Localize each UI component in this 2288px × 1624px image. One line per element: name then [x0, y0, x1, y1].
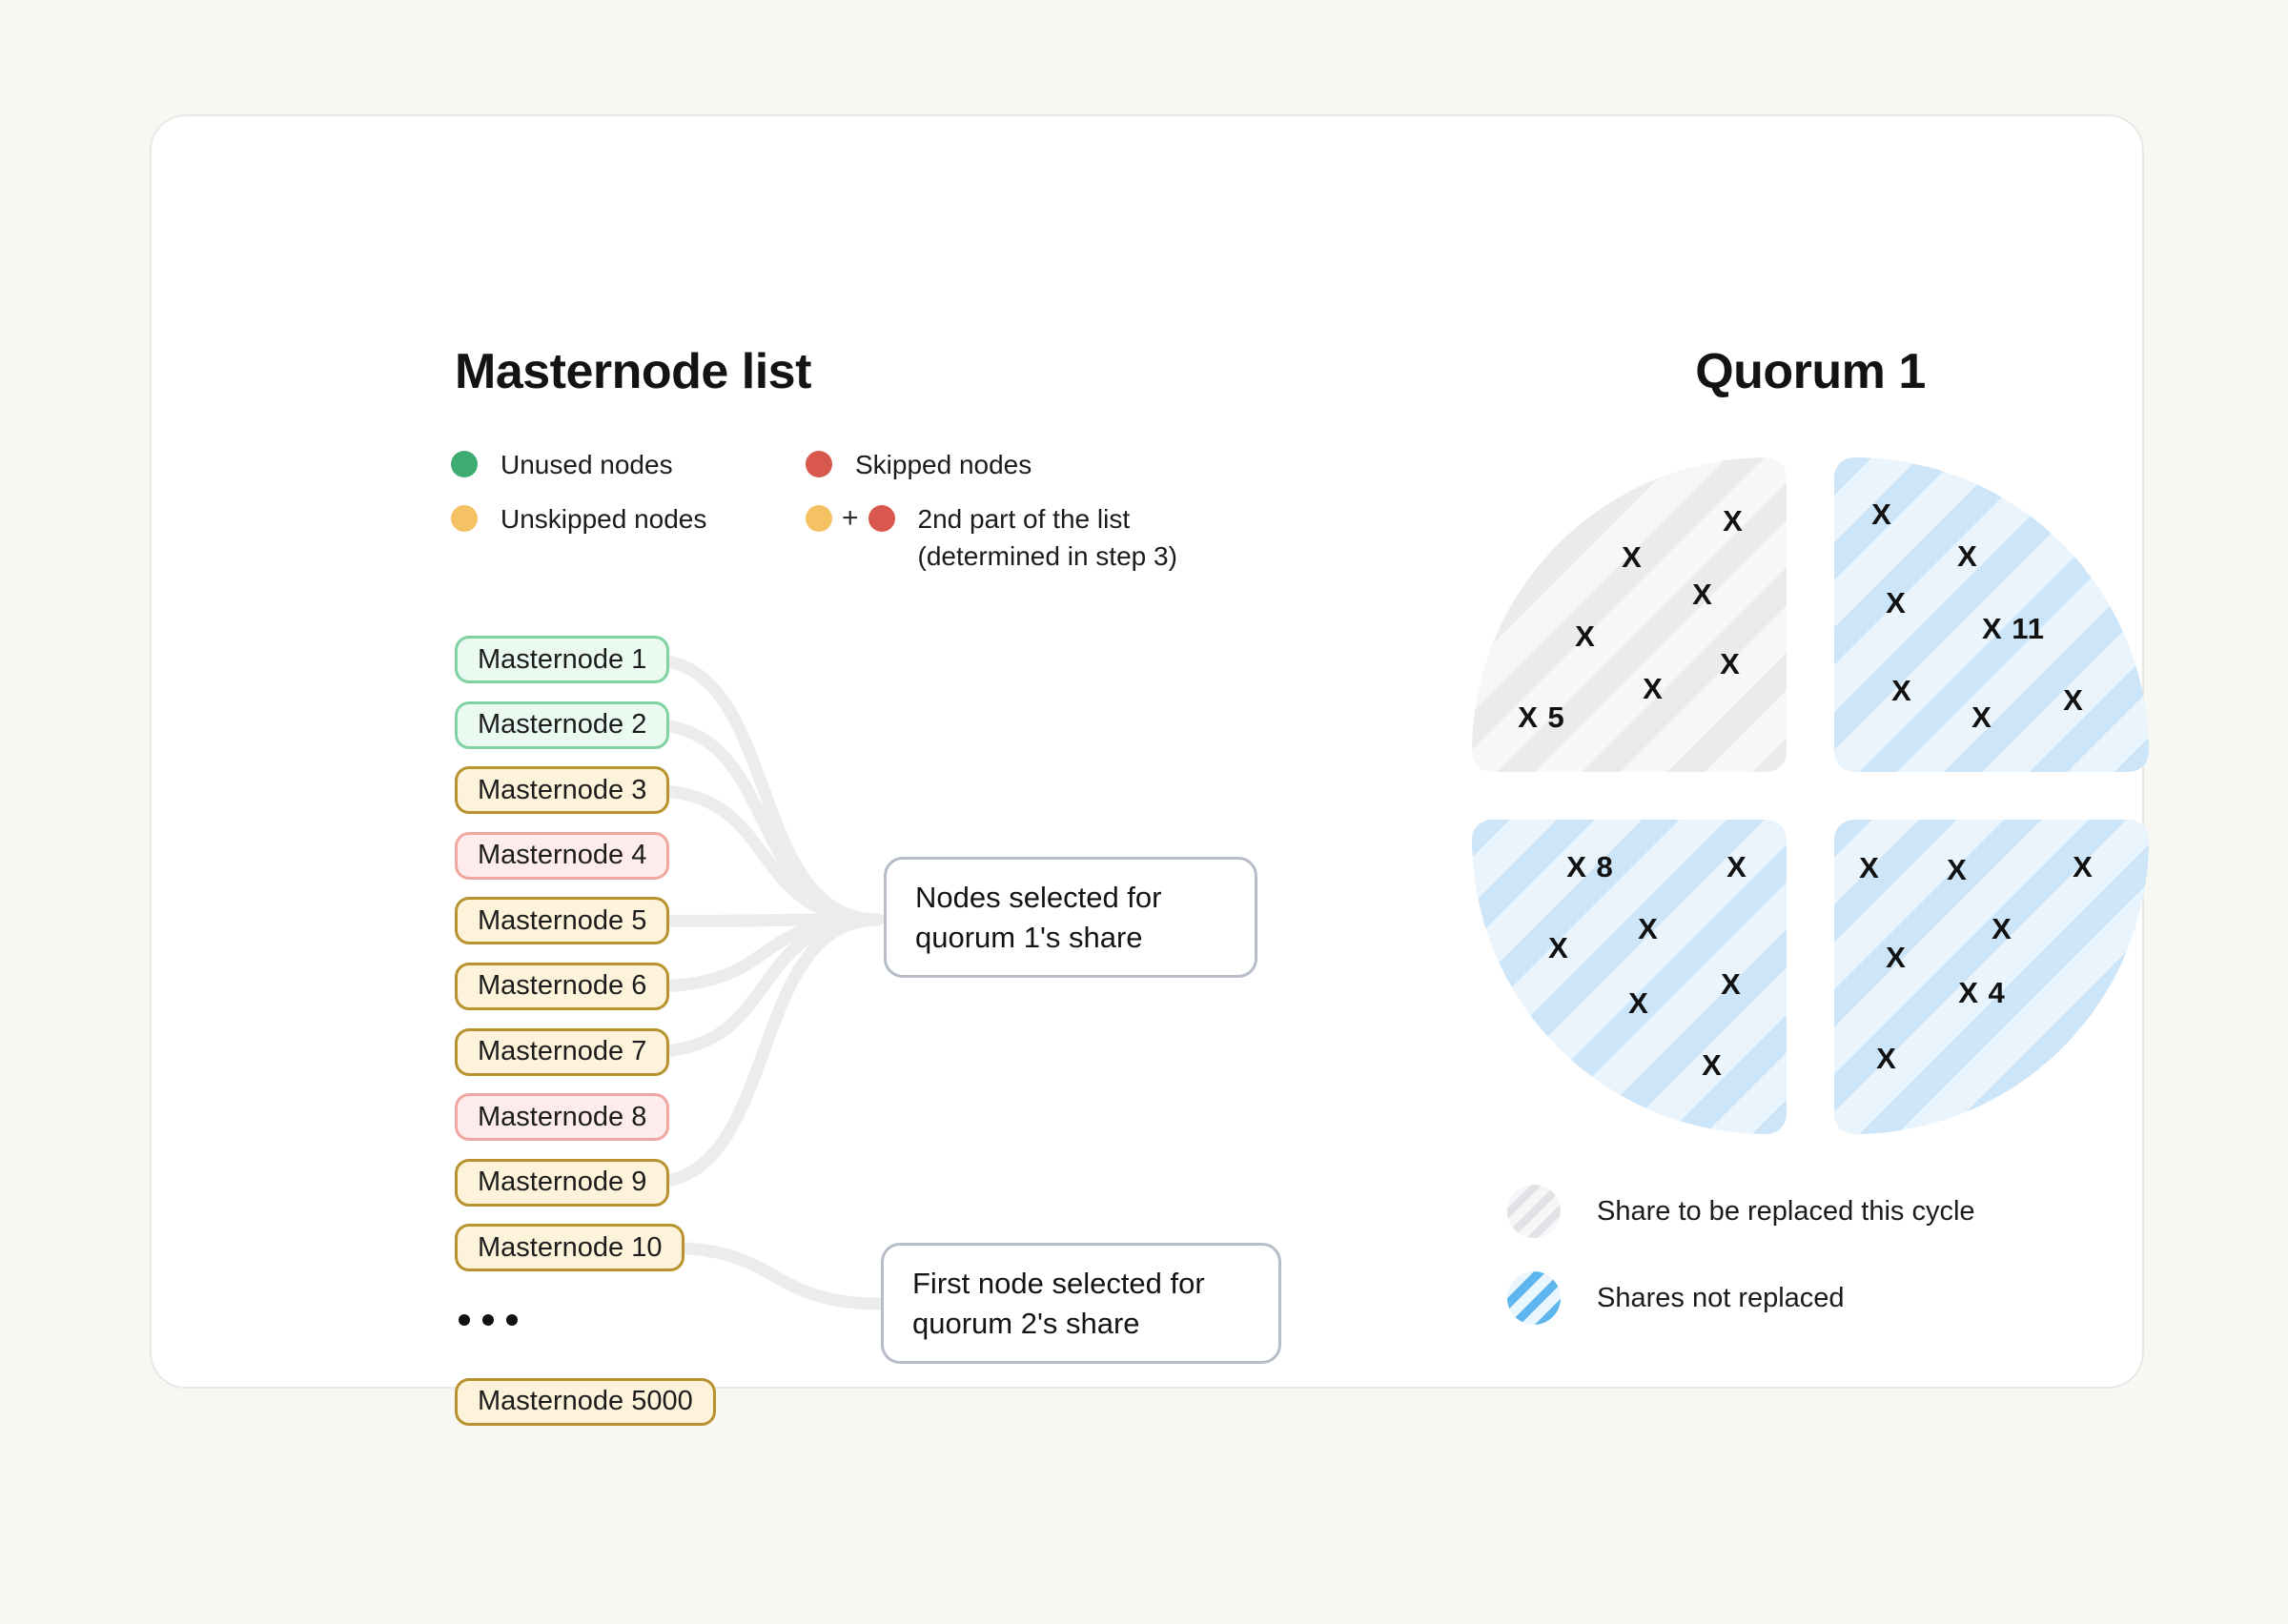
connector-line: [663, 1241, 886, 1310]
legend-label: 2nd part of the list (determined in step…: [917, 504, 1177, 571]
x-mark: X: [1628, 986, 1649, 1020]
callout-quorum-1-share: Nodes selected for quorum 1's share: [884, 857, 1257, 978]
x-mark: X: [1638, 912, 1659, 945]
masternode-list: Masternode 1 Masternode 2 Masternode 3 Mast…: [455, 636, 716, 1426]
page: { "left": { "title": "Masternode list", …: [150, 114, 2149, 1426]
masternode-box: Masternode 6: [455, 962, 670, 1010]
callout-text: First node selected for quorum 2's share: [912, 1266, 1205, 1340]
ellipsis-dot: [459, 1313, 470, 1326]
legend-shares-not-replaced: Shares not replaced: [1507, 1271, 1845, 1325]
x-mark: X: [1859, 851, 1880, 884]
x-mark: X: [1622, 540, 1643, 574]
x-mark: X: [1723, 504, 1744, 538]
ellipsis-dot: [482, 1313, 494, 1326]
masternode-box: Masternode 7: [455, 1027, 670, 1076]
legend-dots: +: [806, 502, 895, 534]
x-mark: X: [2073, 850, 2094, 883]
x-mark: X: [1886, 586, 1907, 619]
connector-line: [644, 913, 885, 1189]
plus-sign: +: [842, 502, 859, 534]
x-mark: X: [1891, 674, 1912, 707]
list-ellipsis: [459, 1313, 716, 1326]
masternode-box: Masternode 4: [455, 831, 670, 880]
quorum-chart: X X X X X X X 5 X X X X 11 X X X X 8 X X X X X X X X X X X X 4 X: [1472, 457, 2149, 1134]
x-mark: X 5: [1518, 700, 1565, 734]
blue-hatch-swatch-icon: [1507, 1271, 1561, 1325]
green-dot-icon: [451, 451, 478, 477]
x-mark: X: [1957, 539, 1978, 573]
masternode-box: Masternode 1: [455, 636, 670, 683]
masternode-box: Masternode 9: [455, 1158, 670, 1207]
callout-quorum-2-share: First node selected for quorum 2's share: [881, 1243, 1281, 1364]
ellipsis-dot: [506, 1313, 518, 1326]
legend-unused-nodes: Unused nodes: [451, 446, 673, 483]
legend-skipped-nodes: Skipped nodes: [806, 446, 1032, 483]
callout-text: Nodes selected for quorum 1's share: [915, 880, 1162, 954]
legend-dots: [806, 451, 832, 477]
x-mark: X: [1548, 931, 1569, 964]
yellow-dot-icon: [806, 505, 832, 532]
red-dot-icon: [868, 505, 895, 532]
x-mark: X: [1692, 578, 1713, 611]
masternode-box: Masternode 10: [455, 1224, 685, 1272]
x-mark: X 8: [1566, 850, 1614, 883]
x-mark: X: [1702, 1048, 1723, 1082]
legend-label: Unused nodes: [500, 450, 673, 479]
yellow-dot-icon: [451, 505, 478, 532]
legend-share-to-be-replaced: Share to be replaced this cycle: [1507, 1185, 1975, 1238]
legend-label: Share to be replaced this cycle: [1597, 1195, 1975, 1227]
x-mark: X 4: [1958, 976, 2006, 1009]
x-mark: X: [1992, 912, 2012, 945]
x-mark: X: [1575, 619, 1596, 653]
masternode-list-title: Masternode list: [455, 344, 811, 399]
masternode-box: Masternode 3: [455, 766, 670, 815]
gray-hatch-swatch-icon: [1507, 1185, 1561, 1238]
connector-line: [644, 783, 885, 926]
legend-label: Unskipped nodes: [500, 504, 707, 534]
legend-dots: [451, 451, 478, 477]
legend-dots: [451, 505, 478, 532]
masternode-box: Masternode 8: [455, 1093, 670, 1142]
x-mark: X: [1876, 1042, 1897, 1075]
legend-label: Shares not replaced: [1597, 1282, 1845, 1313]
x-mark: X: [1726, 850, 1747, 883]
x-mark: X: [1721, 967, 1742, 1001]
x-mark: X: [1871, 497, 1892, 531]
x-mark: X: [1720, 647, 1741, 680]
x-mark: X: [2063, 683, 2084, 717]
diagram-card: Masternode list Quorum 1 Unused nodes Sk…: [150, 114, 2149, 1426]
x-mark: X: [1947, 853, 1968, 886]
masternode-box: Masternode 5000: [455, 1377, 716, 1426]
x-mark: X 11: [1981, 612, 2046, 645]
masternode-box: Masternode 5: [455, 897, 670, 945]
x-mark: X: [1886, 941, 1907, 974]
quorum-1-title: Quorum 1: [1695, 344, 1926, 399]
red-dot-icon: [806, 451, 832, 477]
legend-unskipped-nodes: Unskipped nodes: [451, 500, 706, 538]
x-mark: X: [1643, 672, 1664, 705]
connector-curves: [644, 653, 886, 1310]
masternode-box: Masternode 2: [455, 700, 670, 749]
x-mark: X: [1971, 700, 1992, 734]
legend-2nd-part-of-list: + 2nd part of the list (determined in st…: [806, 500, 1177, 575]
legend-label: Skipped nodes: [855, 450, 1032, 479]
